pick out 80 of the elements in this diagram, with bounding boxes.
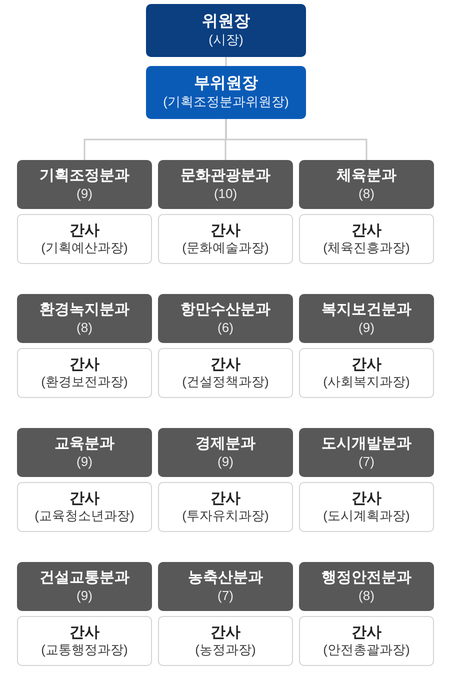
note-text: (8) bbox=[76, 320, 92, 337]
note-text: (도시계획과장) bbox=[323, 508, 410, 526]
secretary-box bbox=[299, 214, 434, 264]
note-text: (8) bbox=[358, 588, 374, 605]
title-text: 간사 bbox=[210, 488, 240, 508]
note-text: (7) bbox=[358, 454, 374, 471]
note-text: (안전총괄과장) bbox=[323, 642, 410, 660]
chair-box bbox=[146, 4, 306, 57]
secretary-box bbox=[158, 482, 293, 532]
note-text: (9) bbox=[76, 186, 92, 203]
connector-line bbox=[225, 57, 227, 66]
title-text: 경제분과 bbox=[196, 434, 256, 454]
note-text: (시장) bbox=[208, 32, 244, 50]
title-text: 환경녹지분과 bbox=[40, 300, 130, 320]
subcommittee-box bbox=[158, 160, 293, 209]
subcommittee-box bbox=[158, 294, 293, 343]
secretary-box bbox=[158, 616, 293, 666]
title-text: 복지보건분과 bbox=[322, 300, 412, 320]
secretary-box bbox=[17, 482, 152, 532]
note-text: (환경보전과장) bbox=[41, 374, 128, 392]
title-text: 기획조정분과 bbox=[40, 166, 130, 186]
note-text: (농정과장) bbox=[195, 642, 256, 660]
title-text: 항만수산분과 bbox=[180, 300, 270, 320]
subcommittee-box bbox=[17, 562, 152, 611]
title-text: 문화관광분과 bbox=[180, 166, 270, 186]
title-text: 간사 bbox=[70, 220, 100, 240]
title-text: 건설교통분과 bbox=[40, 568, 130, 588]
title-text: 간사 bbox=[352, 354, 382, 374]
secretary-box bbox=[158, 214, 293, 264]
title-text: 간사 bbox=[210, 220, 240, 240]
subcommittee-box bbox=[17, 294, 152, 343]
note-text: (7) bbox=[218, 588, 234, 605]
note-text: (사회복지과장) bbox=[323, 374, 410, 392]
title-text: 부위원장 bbox=[194, 74, 258, 94]
title-text: 농축산분과 bbox=[188, 568, 263, 588]
note-text: (문화예술과장) bbox=[182, 240, 269, 258]
connector-line bbox=[225, 119, 368, 160]
title-text: 간사 bbox=[210, 354, 240, 374]
title-text: 위원장 bbox=[202, 12, 250, 32]
note-text: (6) bbox=[218, 320, 234, 337]
title-text: 간사 bbox=[352, 622, 382, 642]
note-text: (교육청소년과장) bbox=[34, 508, 134, 526]
subcommittee-box bbox=[17, 428, 152, 477]
secretary-box bbox=[299, 616, 434, 666]
title-text: 행정안전분과 bbox=[322, 568, 412, 588]
secretary-box bbox=[17, 214, 152, 264]
vice-chair-box bbox=[146, 66, 306, 119]
subcommittee-box bbox=[299, 562, 434, 611]
subcommittee-box bbox=[158, 428, 293, 477]
title-text: 간사 bbox=[352, 488, 382, 508]
note-text: (기획예산과장) bbox=[41, 240, 128, 258]
secretary-box bbox=[17, 348, 152, 398]
secretary-box bbox=[299, 482, 434, 532]
note-text: (9) bbox=[358, 320, 374, 337]
title-text: 간사 bbox=[70, 488, 100, 508]
note-text: (체육진흥과장) bbox=[323, 240, 410, 258]
note-text: (10) bbox=[214, 186, 238, 203]
secretary-box bbox=[158, 348, 293, 398]
title-text: 도시개발분과 bbox=[322, 434, 412, 454]
subcommittee-box bbox=[299, 428, 434, 477]
note-text: (건설정책과장) bbox=[182, 374, 269, 392]
subcommittee-box bbox=[299, 160, 434, 209]
subcommittee-box bbox=[158, 562, 293, 611]
note-text: (교통행정과장) bbox=[41, 642, 128, 660]
note-text: (9) bbox=[218, 454, 234, 471]
note-text: (8) bbox=[358, 186, 374, 203]
title-text: 교육분과 bbox=[54, 434, 114, 454]
title-text: 체육분과 bbox=[336, 166, 396, 186]
note-text: (9) bbox=[76, 454, 92, 471]
secretary-box bbox=[299, 348, 434, 398]
title-text: 간사 bbox=[70, 354, 100, 374]
subcommittee-box bbox=[17, 160, 152, 209]
title-text: 간사 bbox=[70, 622, 100, 642]
secretary-box bbox=[17, 616, 152, 666]
note-text: (9) bbox=[76, 588, 92, 605]
note-text: (기획조정분과위원장) bbox=[163, 94, 289, 112]
title-text: 간사 bbox=[352, 220, 382, 240]
title-text: 간사 bbox=[210, 622, 240, 642]
note-text: (투자유치과장) bbox=[182, 508, 269, 526]
subcommittee-box bbox=[299, 294, 434, 343]
